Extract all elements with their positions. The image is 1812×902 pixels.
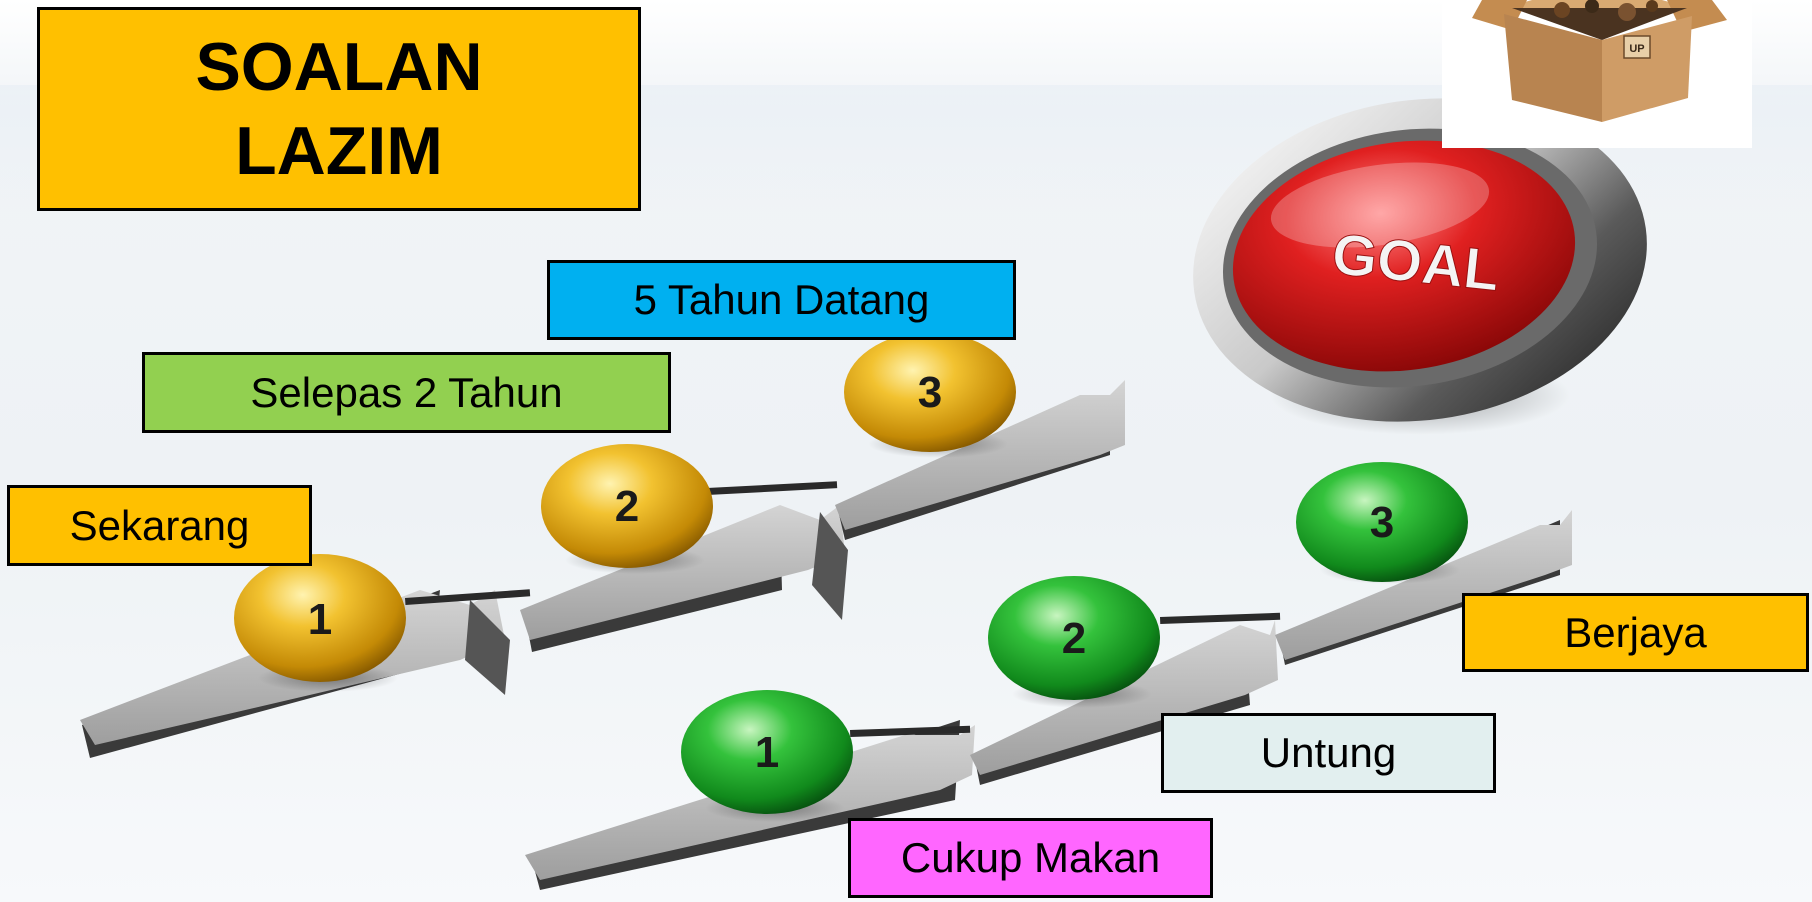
green-step-number-3: 3 [1370, 498, 1394, 547]
green-step-number-1: 1 [755, 728, 779, 777]
green-arrow-step-3 [1275, 510, 1572, 665]
goal-button: GOAL [1193, 98, 1647, 435]
gold-step-number-3: 3 [918, 368, 942, 417]
green-ball-2: 2 [988, 576, 1160, 708]
label-untung: Untung [1161, 713, 1496, 793]
title-line-1: SOALAN [195, 29, 483, 105]
gold-ball-1: 1 [234, 554, 406, 692]
box-stamp-text: UP [1629, 43, 1644, 55]
label-cukup-makan: Cukup Makan [848, 818, 1213, 898]
gold-step-number-2: 2 [615, 482, 639, 531]
label-5-tahun-datang: 5 Tahun Datang [547, 260, 1016, 340]
green-ball-3: 3 [1296, 462, 1468, 584]
gold-arrow-step-2 [520, 505, 848, 652]
label-berjaya: Berjaya [1462, 593, 1809, 672]
connector-lines [405, 481, 1281, 737]
green-step-number-2: 2 [1062, 614, 1086, 663]
title-box: SOALAN LAZIM [37, 7, 641, 211]
label-selepas-2-tahun: Selepas 2 Tahun [142, 352, 671, 433]
box-image: UP [1442, 0, 1752, 148]
gold-step-number-1: 1 [308, 595, 332, 644]
label-sekarang: Sekarang [7, 485, 312, 566]
title-line-2: LAZIM [235, 113, 443, 189]
gold-ball-2: 2 [541, 444, 713, 574]
gold-ball-3: 3 [844, 332, 1016, 458]
green-ball-1: 1 [681, 690, 853, 822]
